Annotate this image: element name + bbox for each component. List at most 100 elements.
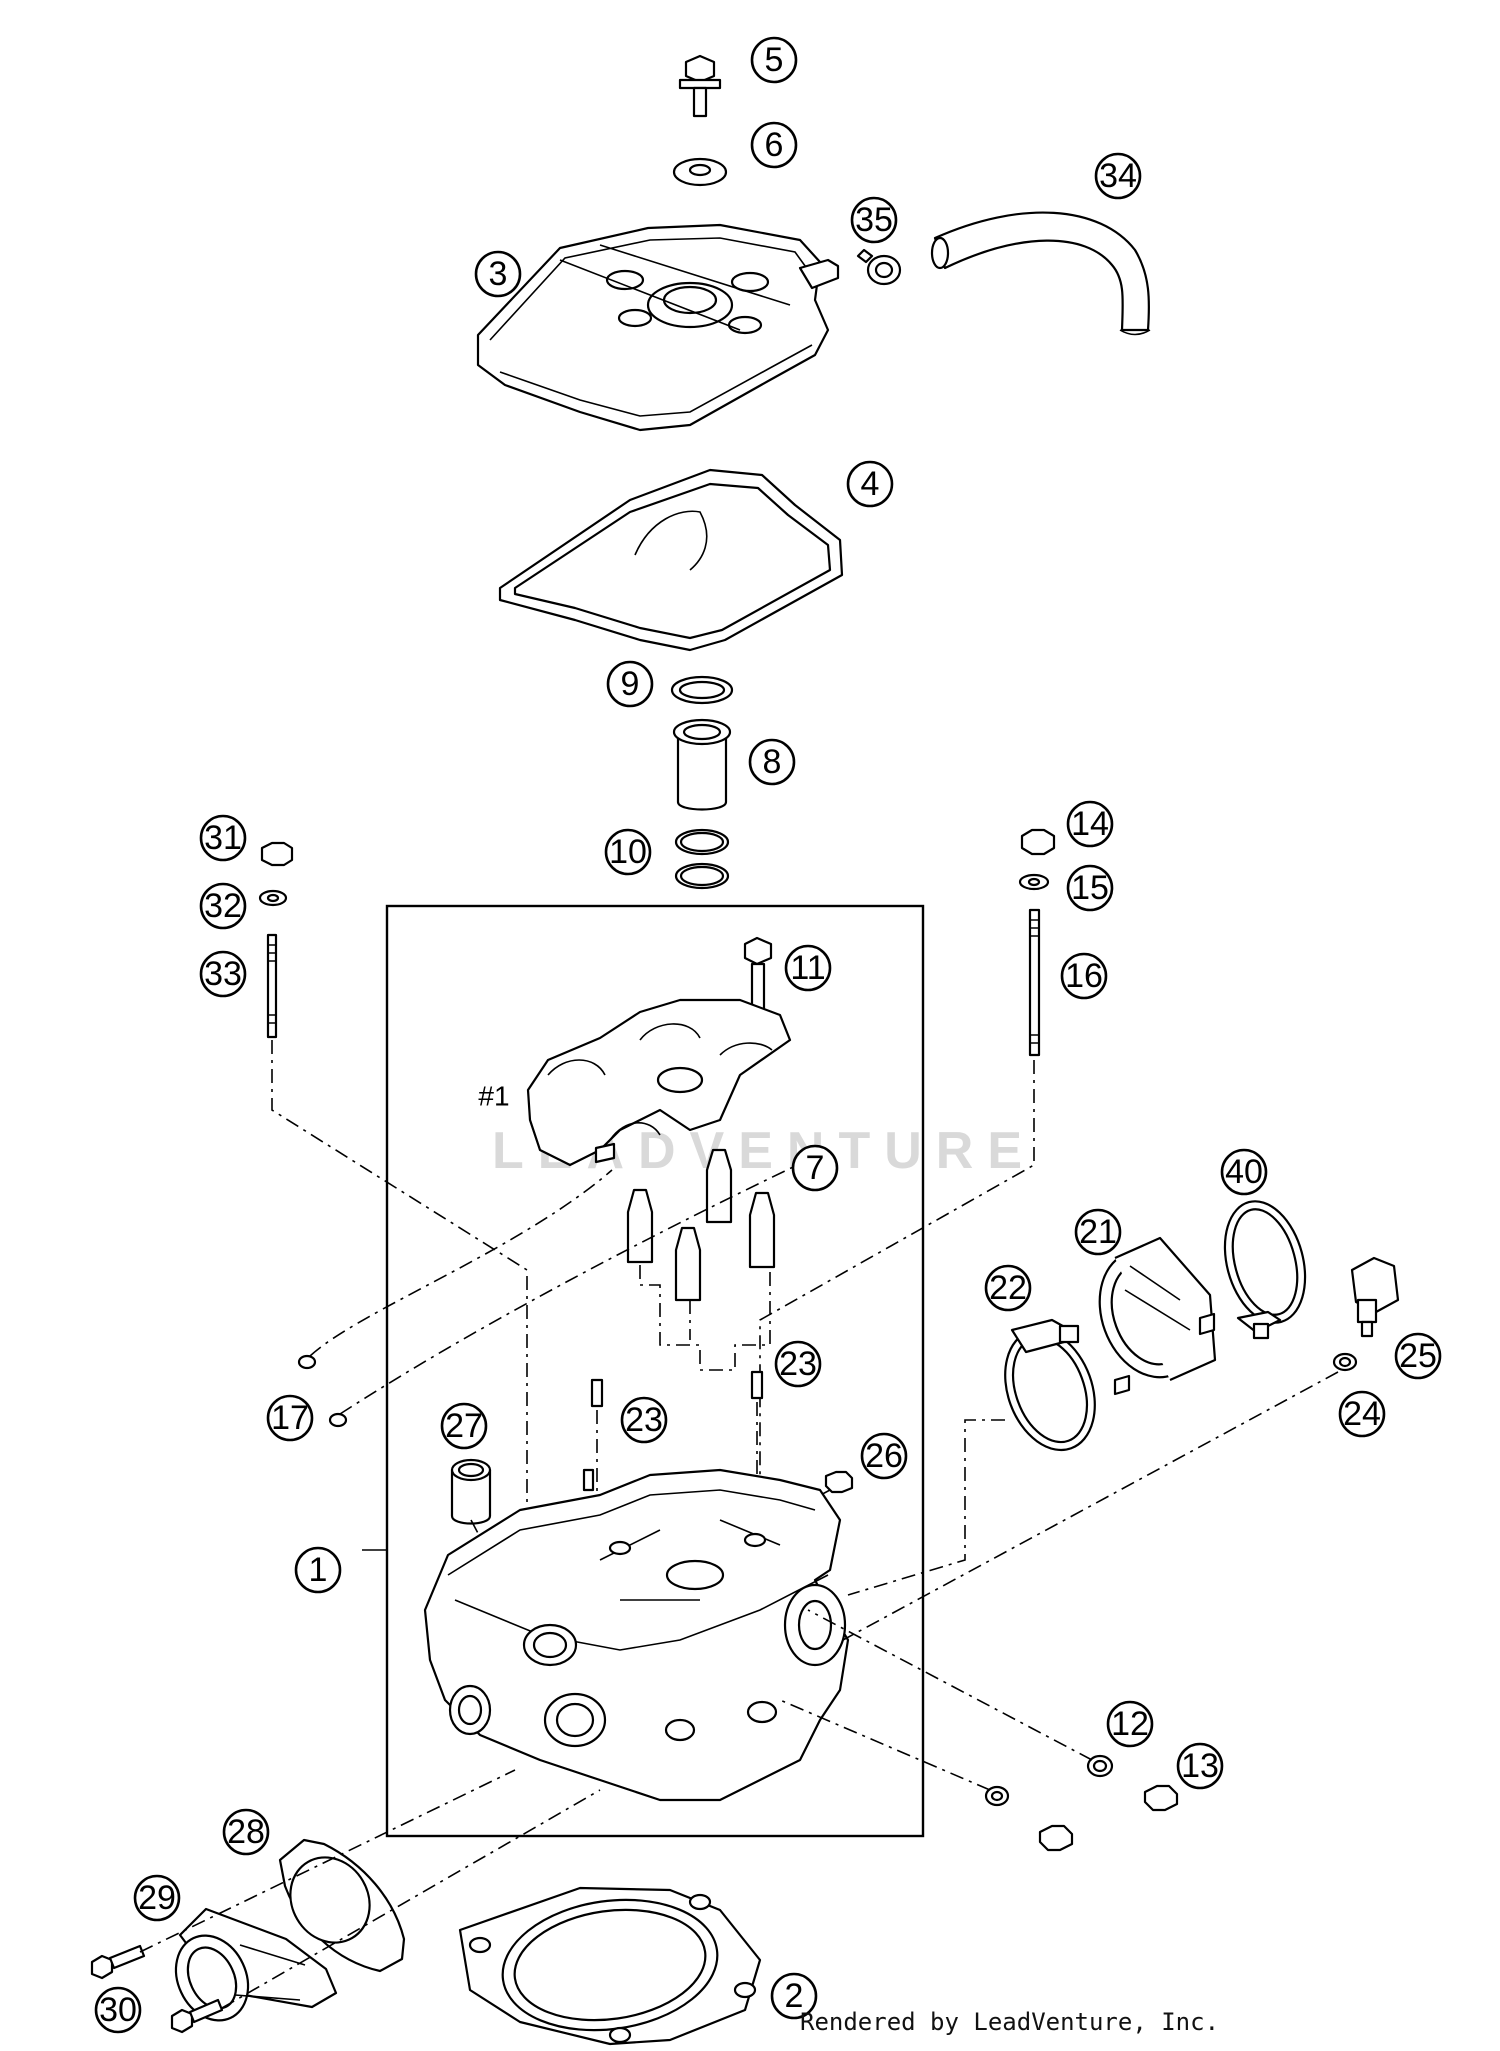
leader-sensor-25	[842, 1371, 1339, 1641]
bearing-bridge-1	[526, 998, 792, 1167]
spark-plug-sleeve-8	[672, 718, 732, 811]
callout-14[interactable]: 14	[1066, 800, 1114, 848]
callout-35[interactable]: 35	[850, 196, 898, 244]
stud-33	[266, 933, 278, 1039]
svg-text:1: 1	[309, 1551, 328, 1589]
svg-text:21: 21	[1079, 1213, 1117, 1251]
head-gasket-2	[458, 1886, 762, 2046]
exhaust-flange-29	[174, 1907, 338, 2022]
svg-text:31: 31	[204, 819, 242, 857]
callout-33[interactable]: 33	[199, 950, 247, 998]
bolt-30-lower	[170, 1998, 224, 2034]
assembly-frame	[385, 904, 925, 1838]
callout-16[interactable]: 16	[1060, 952, 1108, 1000]
bolt-5	[678, 54, 722, 118]
svg-text:34: 34	[1099, 157, 1137, 195]
plug-17-lower	[328, 1412, 348, 1428]
bolt-11	[743, 936, 773, 1012]
leader-exhaust-upper	[139, 1769, 516, 1953]
washer-6	[672, 157, 728, 187]
leader-stud-33	[271, 1040, 528, 1560]
callout-3[interactable]: 3	[474, 250, 522, 298]
svg-text:27: 27	[445, 1407, 483, 1445]
valve-cover-3	[476, 223, 840, 432]
callout-31[interactable]: 31	[199, 814, 247, 862]
sealing-ring-9	[670, 675, 734, 705]
svg-text:10: 10	[609, 833, 647, 871]
leader-12	[807, 1609, 1093, 1761]
svg-text:5: 5	[765, 41, 784, 79]
callout-40[interactable]: 40	[1220, 1148, 1268, 1196]
callout-29[interactable]: 29	[133, 1874, 181, 1922]
svg-text:16: 16	[1065, 957, 1103, 995]
callout-24[interactable]: 24	[1338, 1390, 1386, 1438]
callout-11[interactable]: 11	[784, 944, 832, 992]
rendered-by-credit: Rendered by LeadVenture, Inc.	[800, 2008, 1220, 2036]
callout-23-right[interactable]: 23	[774, 1340, 822, 1388]
leader-stud-16	[759, 1060, 1035, 1560]
callout-25[interactable]: 25	[1394, 1332, 1442, 1380]
callout-30[interactable]: 30	[94, 1986, 142, 2034]
leader-intake	[847, 1419, 1005, 1596]
callout-7[interactable]: 7	[791, 1144, 839, 1192]
svg-text:7: 7	[806, 1149, 825, 1187]
valve-cover-gasket-4	[498, 468, 844, 652]
svg-text:12: 12	[1111, 1705, 1149, 1743]
plug-17-upper	[297, 1354, 317, 1370]
callout-4[interactable]: 4	[846, 460, 894, 508]
callout-23-left[interactable]: 23	[620, 1396, 668, 1444]
svg-text:9: 9	[621, 665, 640, 703]
callout-9[interactable]: 9	[606, 660, 654, 708]
callout-27[interactable]: 27	[440, 1402, 488, 1450]
exhaust-gasket-28	[278, 1838, 406, 1973]
svg-text:25: 25	[1399, 1337, 1437, 1375]
svg-text:40: 40	[1225, 1153, 1263, 1191]
plug-26	[824, 1470, 854, 1494]
plug-lower	[1038, 1824, 1074, 1852]
callout-34[interactable]: 34	[1094, 152, 1142, 200]
callout-5[interactable]: 5	[750, 36, 798, 84]
dowel-23-left	[582, 1378, 604, 1492]
svg-text:3: 3	[489, 255, 508, 293]
svg-text:#1: #1	[478, 1081, 509, 1112]
callout-2[interactable]: 2	[770, 1972, 818, 2020]
plug-13	[1143, 1784, 1179, 1812]
callout-8[interactable]: 8	[748, 738, 796, 786]
callout-15[interactable]: 15	[1066, 864, 1114, 912]
sleeve-27	[450, 1458, 492, 1525]
callout-22[interactable]: 22	[984, 1264, 1032, 1312]
callout-10[interactable]: 10	[604, 828, 652, 876]
svg-text:30: 30	[99, 1991, 137, 2029]
callout-17[interactable]: 17	[266, 1394, 314, 1442]
svg-text:33: 33	[204, 955, 242, 993]
callout-28[interactable]: 28	[222, 1808, 270, 1856]
svg-text:28: 28	[227, 1813, 265, 1851]
svg-text:24: 24	[1343, 1395, 1381, 1433]
svg-text:11: 11	[790, 949, 825, 987]
leader-17a	[309, 1169, 613, 1357]
svg-text:23: 23	[625, 1401, 663, 1439]
callout-6[interactable]: 6	[750, 121, 798, 169]
valve-guides-7	[626, 1148, 776, 1302]
bolt-30-upper	[90, 1944, 146, 1980]
callout-26[interactable]: 26	[860, 1432, 908, 1480]
callout-sub1[interactable]: #1	[478, 1081, 509, 1112]
intake-flange-21	[1098, 1236, 1217, 1396]
hose-clamp-40	[1223, 1200, 1307, 1340]
svg-text:13: 13	[1181, 1747, 1219, 1785]
sealing-ring-lower	[984, 1785, 1010, 1807]
svg-text:29: 29	[138, 1879, 176, 1917]
leader-17b	[339, 1157, 813, 1415]
callout-21[interactable]: 21	[1074, 1208, 1122, 1256]
svg-text:22: 22	[989, 1269, 1027, 1307]
callout-13[interactable]: 13	[1176, 1742, 1224, 1790]
stud-16	[1028, 908, 1041, 1057]
callout-32[interactable]: 32	[199, 882, 247, 930]
svg-text:26: 26	[865, 1437, 903, 1475]
callout-12[interactable]: 12	[1106, 1700, 1154, 1748]
o-rings-10	[674, 828, 730, 890]
svg-text:15: 15	[1071, 869, 1109, 907]
svg-text:4: 4	[861, 465, 880, 503]
callout-1[interactable]: 1	[294, 1546, 342, 1594]
leader-valve-guides	[639, 1265, 771, 1371]
